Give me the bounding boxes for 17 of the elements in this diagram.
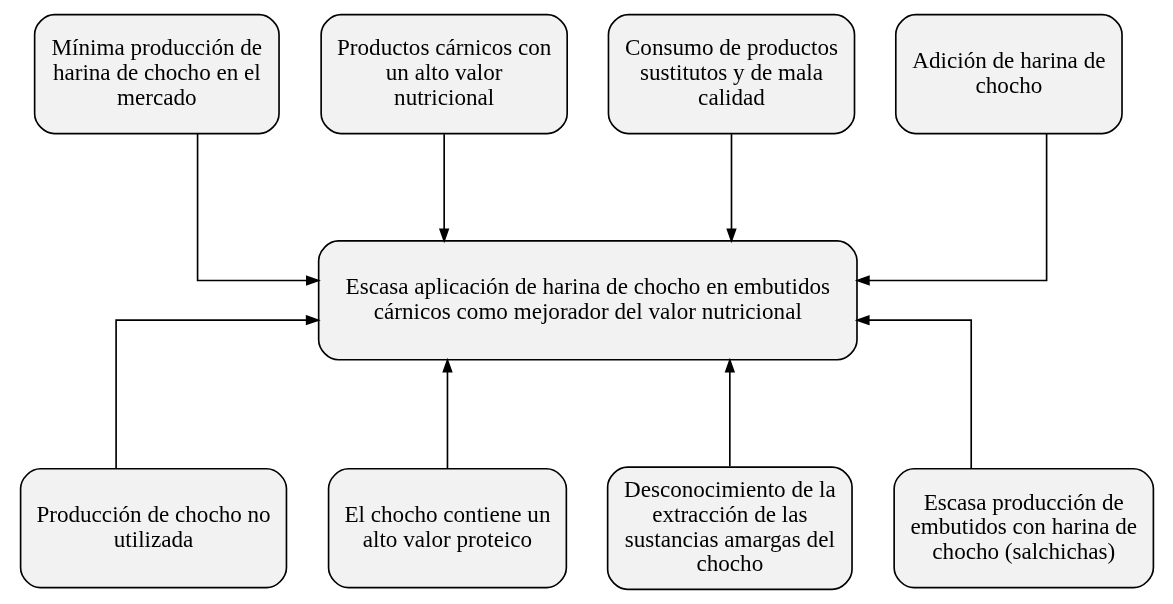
node-box: Escasa producción de embutidos con harina de chocho (salchichas): [892, 467, 1154, 589]
arrow: [854, 133, 1047, 286]
arrow: [725, 133, 737, 244]
arrow: [196, 133, 321, 286]
arrow: [441, 357, 453, 470]
node-box: Desconocimiento de la extracción de las sustancias amargas del chocho: [606, 466, 853, 591]
arrow: [854, 314, 972, 470]
arrow: [438, 133, 449, 244]
node-box: Mínima producción de harina de chocho en el mercado: [33, 13, 280, 135]
node-box: Escasa aplicación de harina de chocho en embutidos cárnicos como mejorador del valor nutricional: [317, 240, 858, 361]
node-box: Productos cárnicos con un alto valor nutricional: [319, 13, 568, 135]
node-box: Consumo de productos sustitutos y de mala calidad: [607, 13, 855, 135]
node-box: Producción de chocho no utilizada: [19, 467, 287, 589]
node-box: El chocho contiene un alto valor proteico: [327, 467, 567, 589]
arrow: [114, 314, 321, 470]
arrow: [724, 357, 735, 468]
node-box: Adición de harina de chocho: [894, 13, 1123, 135]
